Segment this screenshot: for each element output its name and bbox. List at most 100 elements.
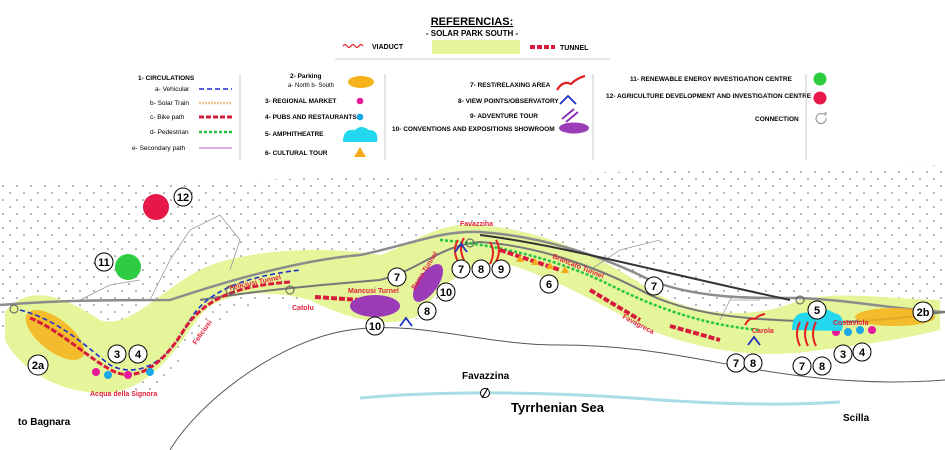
marker-8-carola: 8 — [743, 353, 763, 373]
adventure-symbol — [561, 108, 579, 123]
bike-path-label: c- Bike path — [150, 114, 185, 121]
connection-label: CONNECTION — [755, 116, 799, 123]
marker-9: 9 — [491, 259, 511, 279]
solar-park-swatch — [432, 40, 520, 54]
solar-park-band — [5, 224, 940, 394]
pubs-dot — [856, 326, 864, 334]
tunnel-label: TUNNEL — [560, 45, 589, 52]
label-acqua: Acqua della Signora — [90, 391, 157, 398]
svg-text:8: 8 — [750, 358, 756, 370]
compass-icon — [480, 387, 490, 399]
label-scilla: Scilla — [843, 413, 870, 424]
agriculture-centre — [143, 194, 169, 220]
showroom-barro — [412, 264, 444, 302]
solar-train-label: b- Solar Train — [150, 100, 189, 107]
legend: REFERENCIAS: - SOLAR PARK SOUTH - VIADUC… — [132, 16, 827, 160]
amphitheatre-area — [792, 308, 843, 331]
adventure-tour-label: 9- ADVENTURE TOUR — [470, 113, 538, 120]
circulations-label: 1- CIRCULATIONS — [138, 75, 195, 82]
svg-text:2b: 2b — [917, 307, 930, 319]
svg-text:4: 4 — [135, 349, 142, 361]
upper-road — [479, 234, 791, 301]
connection-markers — [9, 238, 805, 314]
label-mancusi: Mancusi Turnel — [348, 288, 399, 295]
numbered-markers: 12 11 2a 3 4 10 7 8 10 7 8 9 6 7 7 8 5 7… — [27, 187, 934, 376]
vehicular-label: a- Vehicular — [155, 86, 190, 93]
regional-market-label: 3- REGIONAL MARKET — [265, 98, 336, 105]
svg-text:7: 7 — [799, 361, 805, 373]
secondary-road — [79, 279, 141, 301]
parking-label: 2- Parking — [290, 73, 321, 80]
svg-text:10: 10 — [369, 321, 381, 333]
amphitheatre-symbol — [343, 127, 378, 142]
conventions-label: 10- CONVENTIONS AND EXPOSITIONS SHOWROOM — [392, 126, 555, 133]
marker-2a: 2a — [27, 354, 49, 376]
marker-7-carola: 7 — [726, 353, 746, 373]
renewable-label: 11- RENEWABLE ENERGY INVESTIGATION CENTR… — [630, 76, 793, 83]
svg-text:4: 4 — [859, 347, 866, 359]
marker-2b: 2b — [912, 301, 934, 323]
land-area — [0, 165, 945, 395]
svg-text:10: 10 — [440, 287, 452, 299]
label-sea: Tyrrhenian Sea — [511, 400, 605, 415]
rest-symbol — [556, 74, 586, 91]
renewable-centre — [115, 254, 141, 280]
marker-7-mid: 7 — [387, 267, 407, 287]
legend-subtitle: - SOLAR PARK SOUTH - — [426, 29, 519, 38]
showroom-mancusi — [350, 295, 400, 317]
view-points-label: 8- VIEW POINTS/OBSERVATORY — [458, 98, 559, 105]
cultural-tour-markers — [516, 255, 569, 273]
marker-5: 5 — [807, 300, 827, 320]
market-dot — [124, 371, 132, 379]
parking-sub-label: a- North b- South — [288, 83, 334, 89]
pubs-dot — [146, 368, 154, 376]
secondary-road — [719, 299, 760, 321]
marker-12: 12 — [173, 187, 193, 207]
marker-7-fav: 7 — [451, 259, 471, 279]
marker-10-left: 10 — [365, 316, 385, 336]
svg-text:7: 7 — [458, 264, 464, 276]
viaduct-symbol — [342, 43, 364, 49]
pubs-symbol — [356, 113, 364, 121]
agriculture-symbol — [813, 91, 827, 105]
svg-text:12: 12 — [177, 192, 189, 204]
market-dot — [92, 368, 100, 376]
view-point-symbols — [399, 242, 761, 346]
rest-area-symbols — [454, 237, 817, 347]
svg-text:2a: 2a — [32, 360, 45, 372]
marker-8-fav: 8 — [471, 259, 491, 279]
label-catolu: Catolu — [292, 305, 314, 312]
renewable-symbol — [813, 72, 827, 86]
pubs-dot — [104, 371, 112, 379]
tunnel-path — [314, 248, 721, 342]
marker-8-mid: 8 — [417, 301, 437, 321]
marker-7-fg: 7 — [644, 276, 664, 296]
amphitheatre-label: 5- AMPHITHEATRE — [265, 131, 324, 138]
legend-title: REFERENCIAS: — [431, 16, 514, 28]
svg-text:11: 11 — [98, 257, 110, 269]
svg-text:8: 8 — [478, 264, 484, 276]
svg-text:8: 8 — [424, 306, 430, 318]
rest-area-label: 7- REST/RELAXING AREA — [470, 82, 551, 89]
agriculture-label: 12- AGRICULTURE DEVELOPMENT AND INVESTIG… — [606, 93, 812, 100]
secondary-road — [149, 214, 241, 301]
marker-8-right: 8 — [812, 356, 832, 376]
marker-7-right: 7 — [792, 356, 812, 376]
marker-3-left: 3 — [107, 344, 127, 364]
map: 12 11 2a 3 4 10 7 8 10 7 8 9 6 7 7 8 5 7… — [0, 165, 945, 450]
bike-path — [29, 280, 291, 377]
pedestrian-path — [439, 238, 761, 332]
svg-text:7: 7 — [394, 272, 400, 284]
svg-text:3: 3 — [114, 349, 120, 361]
label-favazzina-town: Favazzina — [462, 371, 510, 382]
svg-text:9: 9 — [498, 264, 504, 276]
parking-symbol — [348, 76, 374, 88]
label-costaviola: Costaviola — [833, 320, 869, 327]
viaduct-label: VIADUCT — [372, 44, 404, 51]
marker-10-right: 10 — [436, 282, 456, 302]
cultural-tour-label: 6- CULTURAL TOUR — [265, 150, 328, 157]
secondary-path-label: e- Secondary path — [132, 145, 186, 152]
svg-text:3: 3 — [840, 349, 846, 361]
svg-text:7: 7 — [651, 281, 657, 293]
